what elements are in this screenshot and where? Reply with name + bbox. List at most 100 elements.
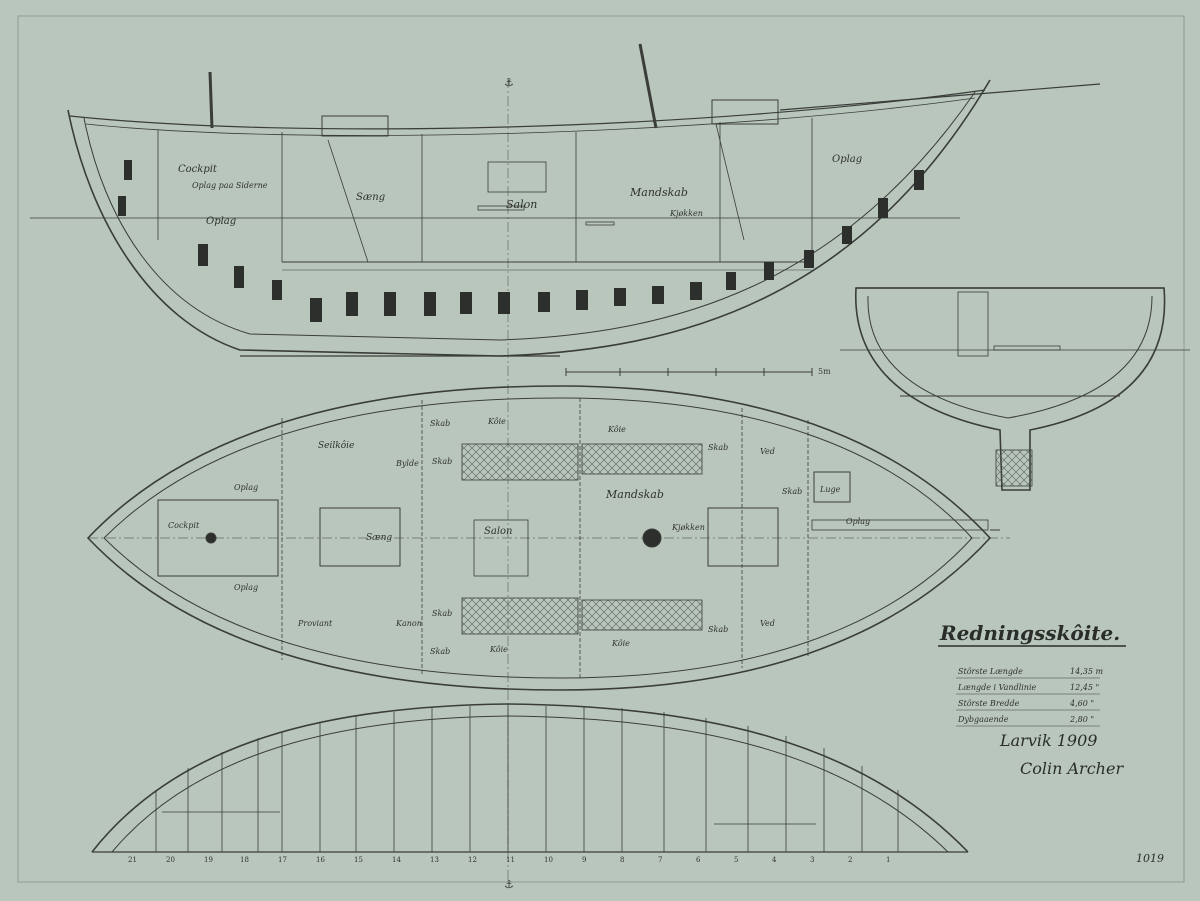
frame-number: 1 [886, 856, 890, 864]
plan-skab-2-label: Skab [432, 457, 452, 466]
drawing-title: Redningsskôite. [939, 621, 1120, 645]
frame-stations [155, 704, 899, 852]
plan-skab-5-label: Skab [708, 443, 728, 452]
frame-number: 19 [204, 856, 213, 864]
sheet-border [17, 15, 1185, 883]
plan-skab-3-label: Skab [432, 609, 452, 618]
frame-number: 9 [582, 856, 586, 864]
plan-seilkoie-label: Seilkôie [318, 440, 354, 451]
plan-sang-label: Sæng [366, 533, 392, 543]
profile-cockpit-label: Cockpit [178, 164, 218, 175]
plan-luge-label: Luge [819, 485, 841, 494]
frame-number: 12 [468, 856, 477, 864]
frame-number: 18 [240, 856, 249, 864]
signature: Colin Archer [1020, 759, 1124, 778]
plan-koie-4-label: Kôie [611, 639, 630, 648]
profile-deck-line [69, 89, 986, 130]
center-mark-bottom: ⚓︎ [504, 878, 514, 891]
frame-number: 17 [278, 856, 287, 864]
section-view [840, 287, 1190, 491]
frame-number: 15 [354, 856, 363, 864]
profile-view [30, 43, 1101, 357]
spec-label: Störste Bredde [958, 699, 1020, 708]
title-block: Redningsskôite. Störste Længde 14,35 m L… [938, 621, 1164, 865]
frame-number: 7 [658, 856, 662, 864]
plan-oplag-1-label: Oplag [234, 483, 258, 492]
salon-table [477, 205, 525, 211]
profile-hull-outline [67, 79, 991, 357]
section-ballast-keel [995, 449, 1033, 487]
profile-kjokken-label: Kjøkken [669, 209, 703, 218]
spec-value: 4,60 " [1069, 699, 1094, 708]
spec-label: Dybgaaende [957, 715, 1009, 724]
spec-label: Længde i Vandlinie [957, 683, 1037, 692]
frame-number: 4 [772, 856, 777, 864]
plan-proviant-label: Proviant [297, 619, 333, 628]
mizzen-mast-plan [205, 532, 217, 544]
fwd-deckhouse [711, 99, 779, 125]
crew-table [585, 221, 615, 226]
plan-koie-1-label: Kôie [487, 417, 506, 426]
plan-skab-7-label: Skab [782, 487, 802, 496]
frame-number: 3 [810, 856, 814, 864]
aft-deckhouse [321, 115, 389, 137]
plan-kanon-label: Kanon [395, 619, 422, 628]
plan-cockpit [157, 499, 279, 577]
profile-oplag-sides-label: Oplag paa Siderne [192, 181, 268, 190]
frame-number: 16 [316, 856, 325, 864]
frame-number: 20 [166, 856, 175, 864]
frame-elevation [91, 703, 969, 853]
bowsprit [779, 83, 1101, 111]
spec-label: Störste Længde [958, 667, 1023, 676]
spec-value: 12,45 " [1070, 683, 1099, 692]
profile-mandskab-label: Mandskab [629, 186, 688, 199]
sheet-number: 1019 [1136, 852, 1164, 865]
plan-koie-3-label: Kôie [489, 645, 508, 654]
main-mast-plan [642, 528, 662, 548]
plan-skab-1-label: Skab [430, 419, 450, 428]
plan-koie-2-label: Kôie [607, 425, 626, 434]
plan-skab-4-label: Skab [430, 647, 450, 656]
profile-deck-line-inner [85, 97, 976, 136]
frame-number: 6 [696, 856, 701, 864]
plan-ved-1-label: Ved [760, 447, 775, 456]
profile-oplag-aft-label: Oplag [206, 216, 236, 227]
plan-oplag-2-label: Oplag [234, 583, 258, 592]
frame-number: 21 [128, 856, 137, 864]
plan-luge [813, 471, 851, 503]
section-table [993, 345, 1061, 351]
plan-ved-2-label: Ved [760, 619, 775, 628]
deck-plan [86, 385, 1010, 691]
plan-oplag-fwd-label: Oplag [846, 517, 870, 526]
bunk-lower-aft [461, 597, 579, 635]
profile-salon-label: Salon [506, 198, 537, 211]
plan-mandskab-label: Mandskab [605, 488, 664, 501]
plan-bowsprit [811, 519, 989, 531]
frame-number: 14 [392, 856, 401, 864]
frame-number-labels: 21 20 19 18 17 16 15 14 13 12 11 10 9 8 … [128, 856, 890, 864]
plan-salon-table [473, 519, 529, 577]
section-outline [855, 287, 1166, 491]
profile-frames [118, 160, 924, 322]
profile-hull-inner [83, 91, 976, 341]
profile-sang-label: Sæng [356, 192, 385, 203]
plan-bylde-label: Bylde [395, 459, 419, 468]
section-inner [867, 295, 1153, 419]
frame-number: 11 [506, 856, 515, 864]
scale-bar: 5m [565, 367, 831, 376]
fwd-ladder [715, 123, 745, 241]
plan-salon-label: Salon [484, 526, 512, 537]
bunk-upper-fwd [581, 443, 703, 475]
place-year: Larvik 1909 [999, 731, 1097, 750]
main-mast [638, 43, 658, 129]
bunk-upper-aft [461, 443, 579, 481]
center-mark-top: ⚓︎ [504, 76, 514, 89]
bunk-lower-fwd [581, 599, 703, 631]
frame-number: 8 [620, 856, 624, 864]
salon-skylight [487, 161, 547, 193]
mizzen-mast [208, 71, 214, 129]
plan-kjokken-label: Kjøkken [671, 523, 705, 532]
plan-skab-6-label: Skab [708, 625, 728, 634]
